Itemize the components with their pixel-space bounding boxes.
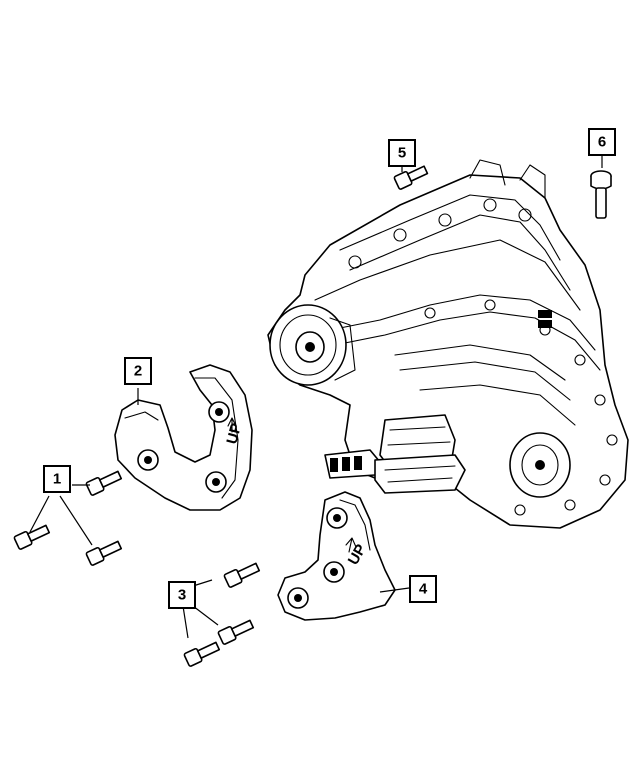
bolt-5 [393, 165, 429, 190]
bolt [217, 619, 255, 645]
callout-5-label: 5 [398, 145, 406, 162]
bolt-group-1 [13, 470, 123, 566]
bolt [13, 524, 51, 550]
callout-6-label: 6 [598, 134, 606, 151]
transfer-case-assembly [267, 159, 629, 529]
bolt-6 [590, 170, 612, 219]
callout-5: 5 [388, 139, 416, 167]
bolt [183, 641, 221, 667]
callout-6: 6 [588, 128, 616, 156]
bolt [85, 470, 123, 496]
callout-2-label: 2 [134, 363, 142, 380]
bolt [223, 562, 261, 588]
left-shield: UP [114, 364, 253, 511]
callout-3: 3 [168, 581, 196, 609]
callout-1-label: 1 [53, 471, 61, 488]
right-shield: UP [277, 491, 396, 621]
bolt [85, 540, 123, 566]
left-shield-up-marking: UP [223, 422, 245, 447]
callout-3-label: 3 [178, 587, 186, 604]
callout-4-label: 4 [419, 581, 428, 598]
callout-1: 1 [43, 465, 71, 493]
bolt-group-3 [183, 562, 261, 667]
leader-lines [29, 155, 603, 639]
callout-4: 4 [409, 575, 437, 603]
callout-2: 2 [124, 357, 152, 385]
